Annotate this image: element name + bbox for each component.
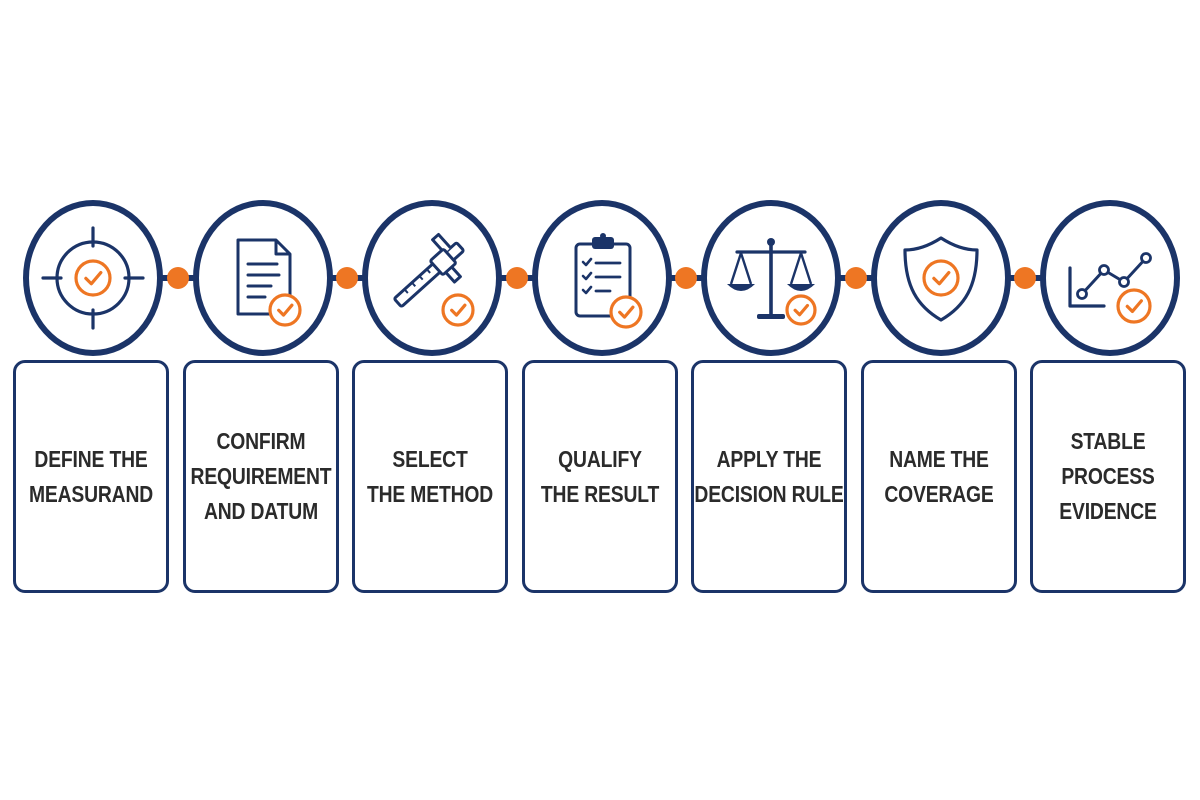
step-label: QUALIFY THE RESULT <box>540 445 659 507</box>
step-label: STABLE PROCESS EVIDENCE <box>1059 428 1157 524</box>
step-connector <box>325 264 370 292</box>
step-connector <box>664 264 709 292</box>
step-connector <box>155 264 200 292</box>
caliper-check-icon <box>393 232 475 327</box>
step-label: DEFINE THE MEASURAND <box>28 445 154 507</box>
step-connector <box>833 264 878 292</box>
step-connector <box>1003 264 1048 292</box>
step-label: NAME THE COVERAGE <box>883 445 994 507</box>
step-icon-circle <box>362 200 502 356</box>
step-card: NAME THE COVERAGE <box>860 360 1017 593</box>
step-card: APPLY THE DECISION RULE <box>691 360 847 593</box>
step-icon-circle <box>192 200 333 356</box>
balance-scale-check-icon <box>727 238 817 326</box>
step-icon-circle <box>23 200 163 356</box>
step-label: SELECT THE METHOD <box>366 445 494 507</box>
step-icon-circle <box>1040 200 1180 356</box>
step-icon-circle <box>531 200 672 356</box>
trend-chart-check-icon <box>1068 252 1152 324</box>
step-label: CONFIRM REQUIREMENT AND DATUM <box>190 428 331 524</box>
clipboard-checklist-check-icon <box>574 233 643 329</box>
step-connector <box>494 264 539 292</box>
document-check-icon <box>236 238 302 327</box>
step-icon-circle <box>870 200 1011 356</box>
step-label: APPLY THE DECISION RULE <box>694 445 844 507</box>
step-card: SELECT THE METHOD <box>352 360 508 593</box>
step-card: STABLE PROCESS EVIDENCE <box>1030 360 1186 593</box>
step-card: DEFINE THE MEASURAND <box>13 360 169 593</box>
step-card: CONFIRM REQUIREMENT AND DATUM <box>182 360 339 593</box>
target-crosshair-check-icon <box>41 226 145 330</box>
step-icon-circle <box>701 200 841 356</box>
shield-check-icon <box>902 236 979 322</box>
step-card: QUALIFY THE RESULT <box>521 360 678 593</box>
